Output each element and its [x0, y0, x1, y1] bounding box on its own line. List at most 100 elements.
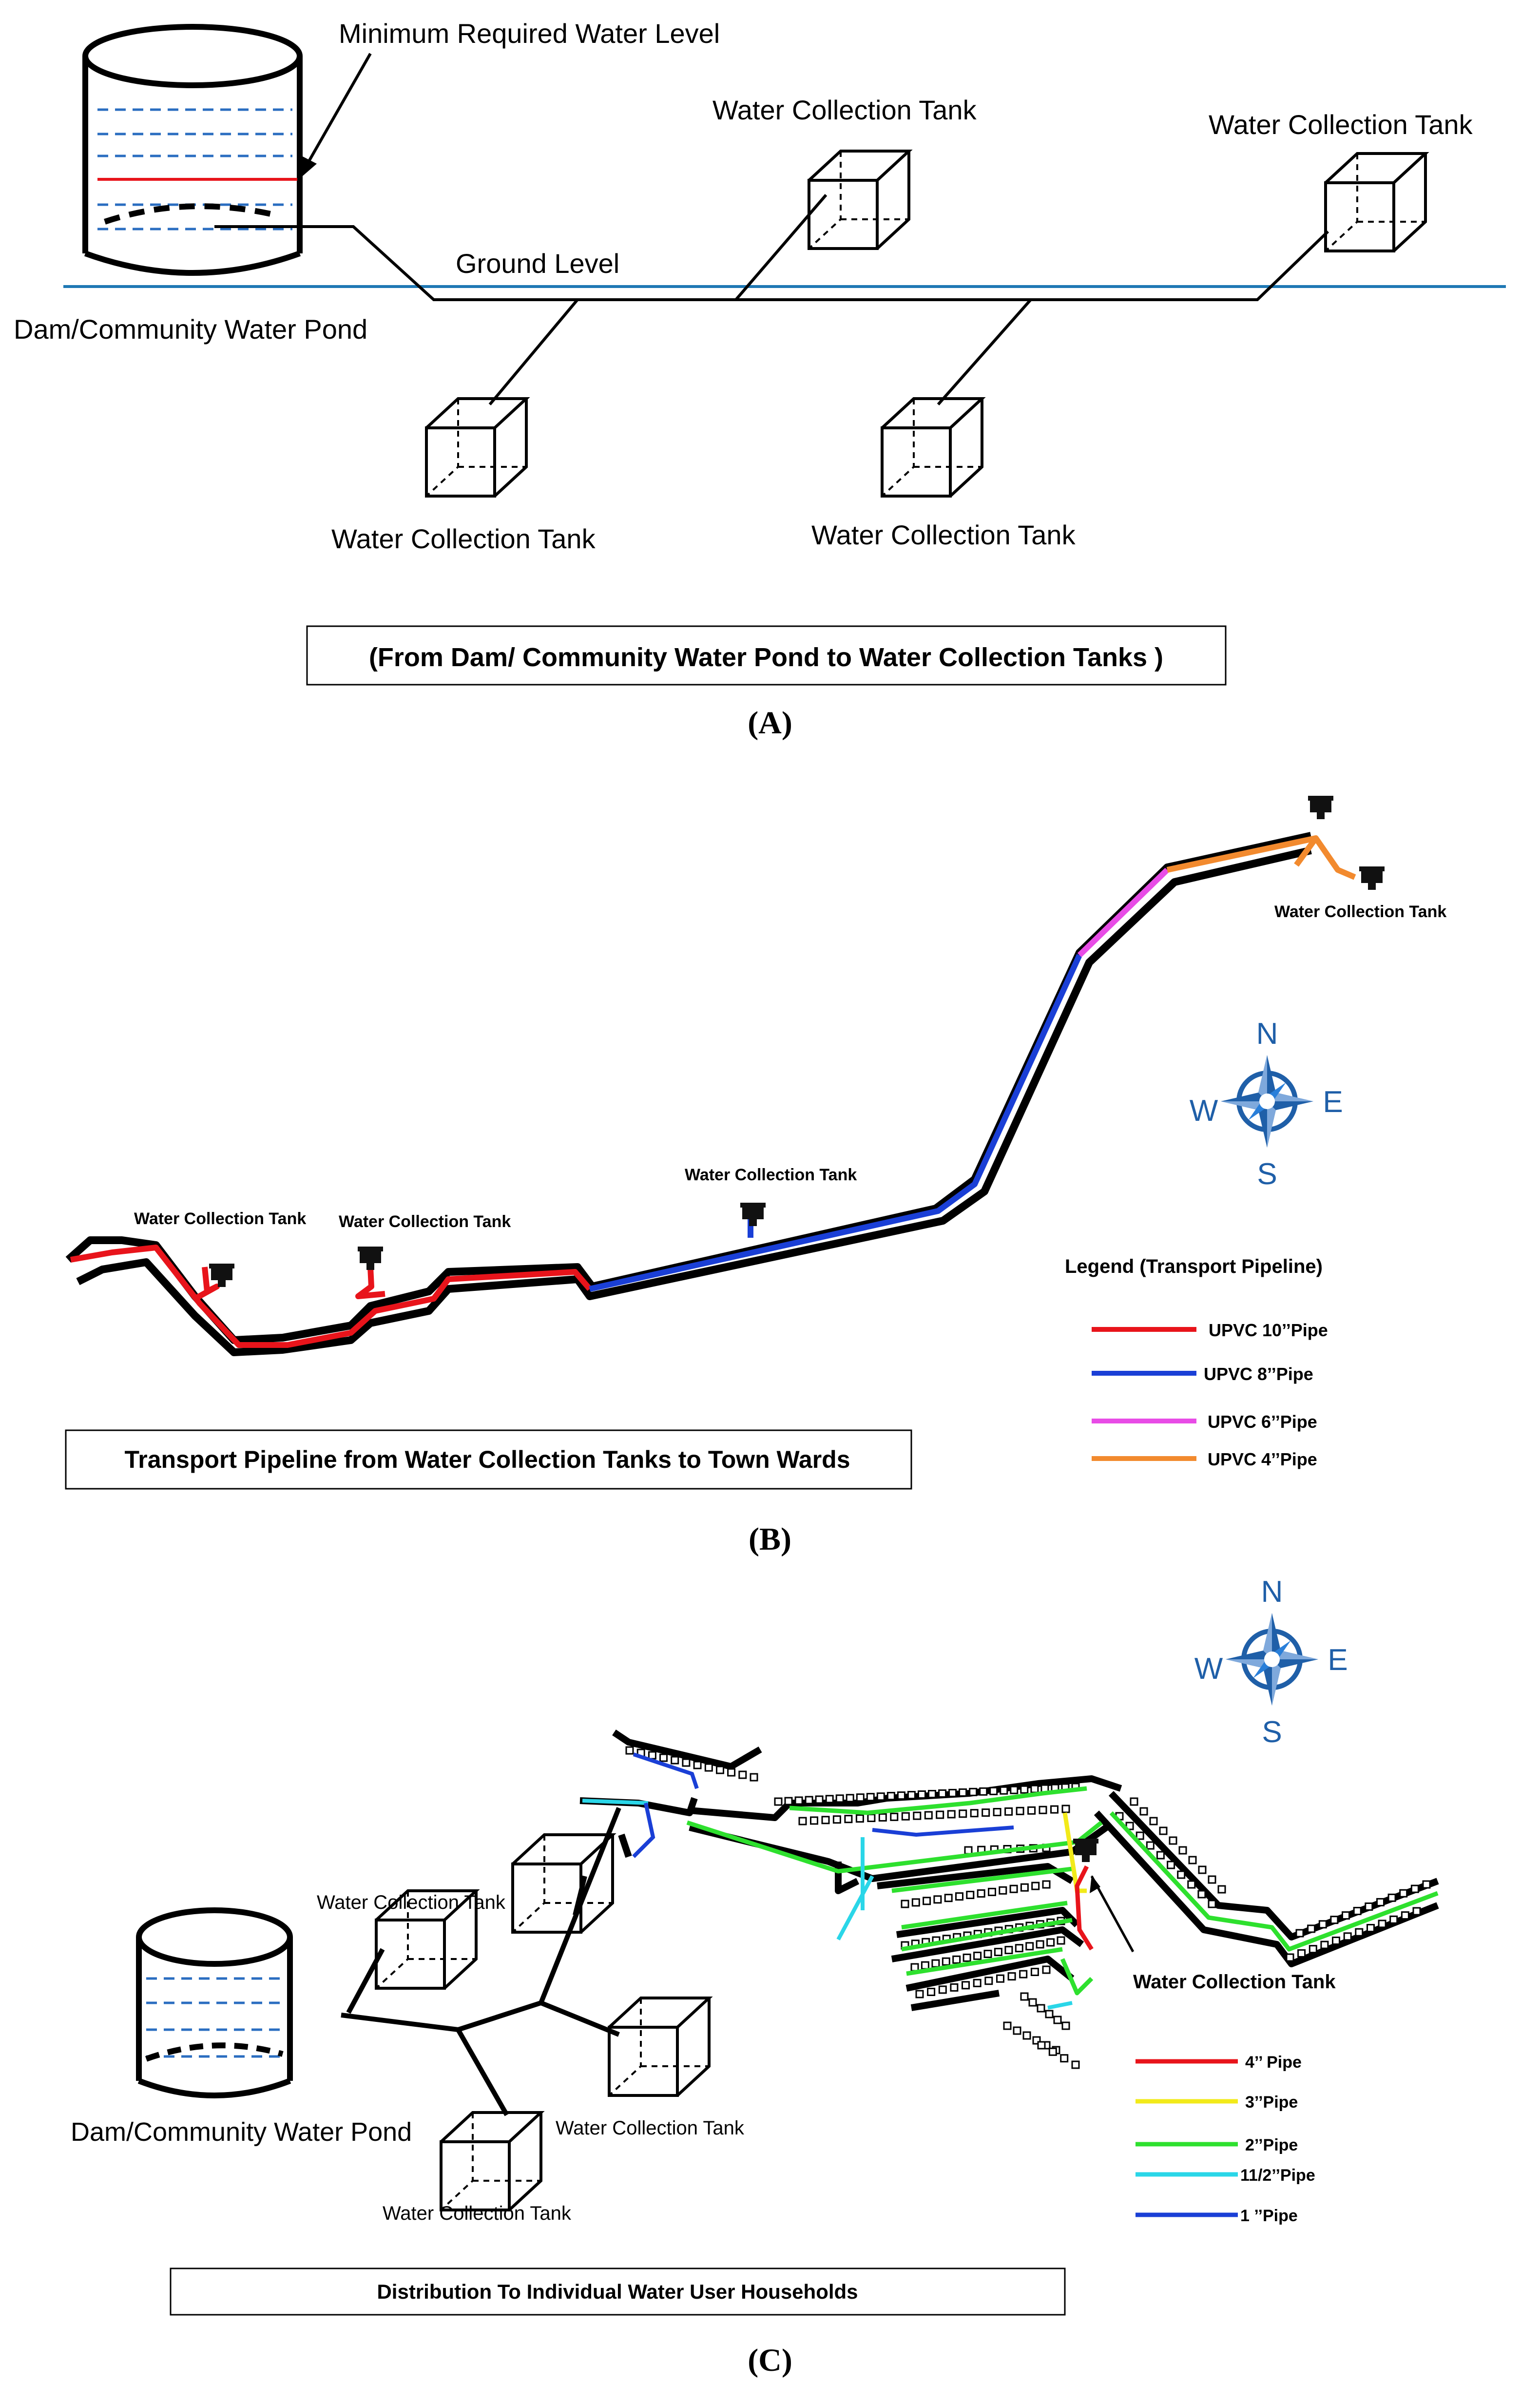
pond-label: Dam/Community Water Pond [14, 314, 367, 345]
household-marker [983, 1950, 992, 1958]
household-marker [1037, 2004, 1045, 2013]
tank-label-a4: Water Collection Tank [811, 519, 1076, 550]
household-marker [1060, 2054, 1069, 2063]
household-marker [1342, 1911, 1350, 1920]
household-marker [1042, 1965, 1051, 1974]
household-marker [966, 1891, 975, 1899]
household-marker [810, 1816, 818, 1825]
compass-c-w: W [1194, 1652, 1223, 1686]
pipe-network-a [214, 194, 1329, 405]
household-marker [648, 1751, 656, 1760]
household-marker [1332, 1937, 1340, 1945]
min-level-label: Minimum Required Water Level [339, 18, 720, 49]
household-marker [1020, 1992, 1029, 2001]
household-marker [832, 1815, 841, 1824]
household-marker [1208, 1875, 1216, 1884]
tank-cube-a3 [426, 399, 526, 496]
household-marker [915, 1990, 924, 1998]
tank-label-c1: Water Collection Tank [317, 1892, 506, 1913]
household-marker [938, 1789, 947, 1798]
household-marker [1198, 1865, 1207, 1874]
household-marker [821, 1816, 830, 1825]
pond-cylinder [82, 24, 303, 276]
tank-cube-c2 [513, 1835, 613, 1932]
household-marker [1167, 1861, 1175, 1869]
household-marker [1188, 1856, 1197, 1864]
household-marker [907, 1791, 916, 1800]
legend-b-label-1: UPVC 8’’Pipe [1204, 1364, 1313, 1384]
household-marker [1208, 1900, 1216, 1908]
panel-label-c: (C) [748, 2343, 792, 2378]
town-roads-c [579, 1729, 1439, 2011]
household-marker [996, 1974, 1004, 1983]
household-marker [938, 1985, 947, 1994]
household-marker [913, 1811, 922, 1820]
household-marker [1187, 1880, 1196, 1889]
household-marker [1309, 1945, 1317, 1954]
tank-cube-c4 [441, 2113, 541, 2210]
household-marker [918, 1790, 926, 1799]
caption-b: Transport Pipeline from Water Collection… [124, 1446, 850, 1473]
household-marker [1410, 1884, 1419, 1893]
household-marker [993, 1808, 1001, 1816]
household-marker [1130, 1797, 1138, 1806]
household-marker [1003, 2021, 1012, 2030]
tank-label-a3: Water Collection Tank [331, 523, 596, 554]
tank-label-c3: Water Collection Tank [383, 2203, 572, 2224]
legend-title-b: Legend (Transport Pipeline) [1065, 1256, 1323, 1277]
household-marker [1217, 1885, 1226, 1894]
household-marker [1053, 2016, 1062, 2024]
household-marker [1046, 1938, 1055, 1947]
household-marker [1389, 1915, 1398, 1924]
household-marker [704, 1763, 713, 1772]
household-marker [947, 1810, 956, 1819]
household-marker [1031, 1882, 1040, 1890]
caption-box-a [306, 625, 1227, 686]
household-marker [1039, 1806, 1047, 1814]
houses-c [625, 1746, 1431, 2069]
household-marker [856, 1793, 865, 1802]
town-tank-pointer [1090, 1875, 1135, 1953]
household-marker [1399, 1889, 1408, 1898]
household-marker [955, 1892, 963, 1901]
household-marker [933, 1895, 942, 1904]
legend-b-label-3: UPVC 4’’Pipe [1208, 1449, 1317, 1469]
legend-c: 4’’ Pipe 3’’Pipe 2’’Pipe 11/2’’Pipe 1 ’’… [1136, 2053, 1315, 2225]
household-marker [738, 1770, 747, 1779]
household-marker [625, 1746, 634, 1755]
tank-cube-a4 [882, 399, 982, 496]
tank-cube-a2 [1326, 154, 1425, 251]
tank-label-c-town: Water Collection Tank [1133, 1971, 1336, 1993]
household-marker [901, 1900, 909, 1908]
compass-n: N [1256, 1017, 1278, 1051]
household-marker [1048, 2047, 1057, 2056]
household-marker [1156, 1851, 1165, 1860]
household-marker [890, 1812, 899, 1821]
compass-s: S [1257, 1157, 1277, 1191]
household-marker [979, 1787, 988, 1796]
tank-icon-b1 [209, 1264, 234, 1287]
household-marker [977, 1889, 985, 1898]
household-marker [1000, 1786, 1008, 1795]
household-marker [1050, 1805, 1059, 1814]
household-marker [1030, 1968, 1039, 1976]
household-marker [1042, 1880, 1051, 1889]
household-marker [988, 1887, 996, 1896]
household-marker [1378, 1920, 1386, 1928]
household-marker [1286, 1953, 1294, 1962]
pond-label-c: Dam/Community Water Pond [71, 2117, 412, 2147]
tank-icon-b2 [358, 1247, 383, 1270]
tank-label-b3: Water Collection Tank [685, 1166, 857, 1184]
household-marker [716, 1766, 724, 1774]
household-marker [1019, 1970, 1028, 1979]
pipe-2in [686, 1786, 1439, 1996]
household-marker [1412, 1907, 1421, 1916]
household-marker [886, 1792, 895, 1801]
household-marker [948, 1788, 957, 1797]
legend-b-label-0: UPVC 10’’Pipe [1209, 1320, 1328, 1340]
household-marker [1061, 2021, 1070, 2030]
compass-w: W [1190, 1094, 1218, 1128]
household-marker [1159, 1826, 1168, 1835]
household-marker [1365, 1902, 1373, 1911]
compass-c-e: E [1328, 1643, 1348, 1677]
